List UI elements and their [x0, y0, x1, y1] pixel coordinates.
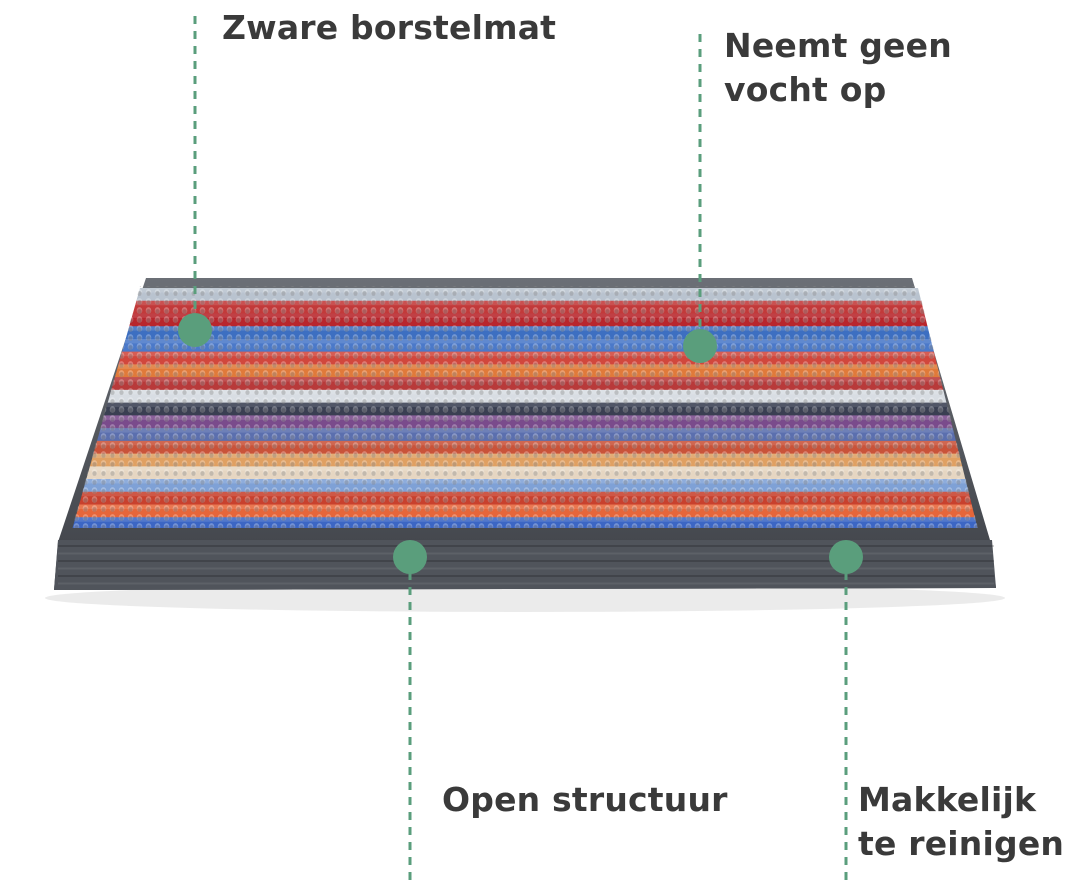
- marker-dot-neemt: [683, 329, 717, 363]
- feature-label-easy-clean: Makkelijk te reinigen: [858, 780, 1065, 863]
- marker-dot-open: [393, 540, 427, 574]
- marker-dot-zware: [178, 313, 212, 347]
- bristle-texture: [72, 286, 978, 528]
- feature-label-heavy-brush-mat: Zware borstelmat: [222, 8, 557, 47]
- feature-label-open-structure: Open structuur: [442, 780, 728, 819]
- marker-dot-makkelijk: [829, 540, 863, 574]
- mat-shadow: [45, 584, 1005, 612]
- mat-front-edge: [54, 540, 996, 590]
- feature-label-no-moisture: Neemt geen vocht op: [724, 26, 952, 109]
